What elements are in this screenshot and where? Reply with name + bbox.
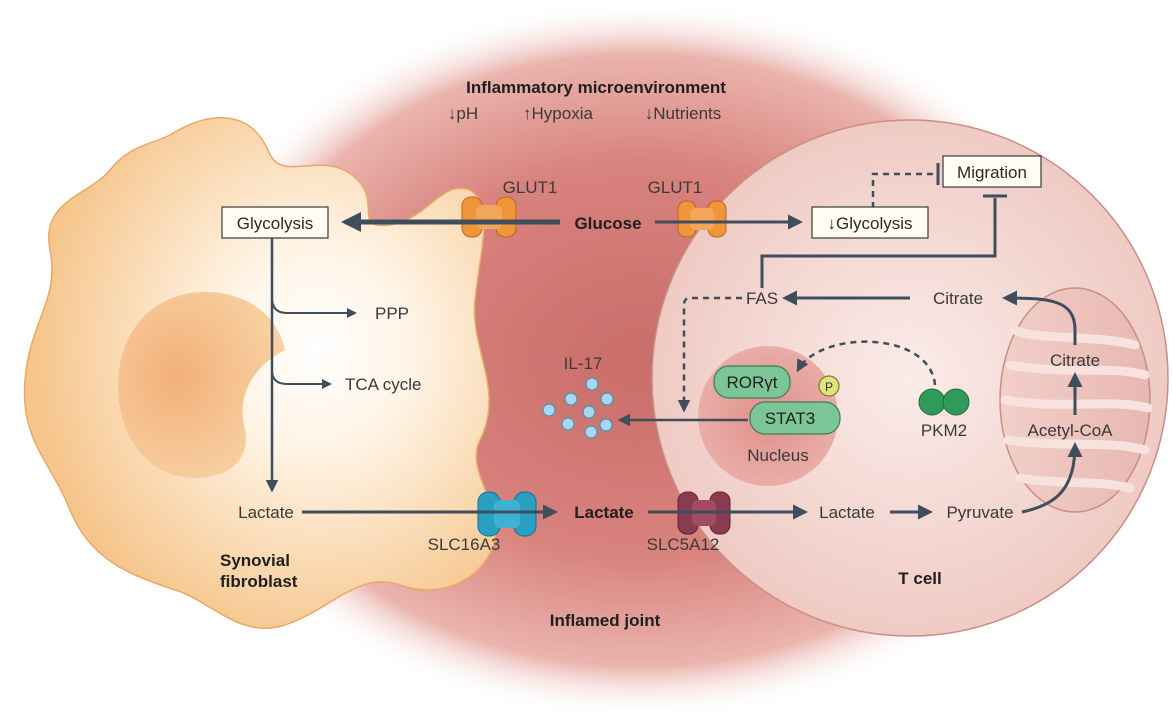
t-cell-name: T cell xyxy=(898,569,941,588)
ppp-label: PPP xyxy=(375,304,409,323)
arrow-citrate-export xyxy=(1002,290,1077,345)
il17-particles xyxy=(542,377,614,439)
ror-gamma-t-label: RORγt xyxy=(727,373,778,392)
mito-citrate-label: Citrate xyxy=(1050,351,1100,370)
arrow-to-ppp xyxy=(271,297,357,318)
fibroblast-glycolysis-label: Glycolysis xyxy=(237,214,314,233)
phospho-shape xyxy=(818,375,840,397)
tcell-glycolysis-label: ↓Glycolysis xyxy=(827,214,912,233)
il17-particle xyxy=(599,418,613,432)
nucleus-label: Nucleus xyxy=(747,446,808,465)
tca-cycle-label: TCA cycle xyxy=(345,375,422,394)
ror-gamma-t-shape xyxy=(713,365,791,399)
inhibit-fas-to-migration xyxy=(760,198,997,288)
glut1-right-label: GLUT1 xyxy=(648,178,703,197)
inflamed-joint-label: Inflamed joint xyxy=(550,611,661,630)
phospho-label: P xyxy=(825,380,833,394)
pkm2-label: PKM2 xyxy=(921,421,967,440)
condition-hypoxia: ↑Hypoxia xyxy=(523,104,593,123)
slc16a3-label: SLC16A3 xyxy=(428,535,501,554)
migration-box xyxy=(942,155,1042,188)
synovial-fibroblast-body xyxy=(23,117,497,630)
il17-particle xyxy=(564,392,578,406)
il17-particle xyxy=(561,417,575,431)
il17-particle xyxy=(584,425,598,439)
fibroblast-name-line2: fibroblast xyxy=(220,572,298,591)
arrow-fas-dashed xyxy=(677,296,742,413)
il17-particle xyxy=(585,377,599,391)
arrow-pkm2-to-ror xyxy=(796,340,937,386)
il17-particle xyxy=(600,392,614,406)
migration-label: Migration xyxy=(957,163,1027,182)
extracellular-lactate-label: Lactate xyxy=(574,503,634,522)
condition-nutrients: ↓Nutrients xyxy=(645,104,722,123)
pyruvate-label: Pyruvate xyxy=(946,503,1013,522)
tcell-lactate-label: Lactate xyxy=(819,503,875,522)
glut1-right-transporter xyxy=(677,200,727,238)
citrate-label: Citrate xyxy=(933,289,983,308)
fibroblast-name-line1: Synovial xyxy=(220,551,290,570)
slc5a12-label: SLC5A12 xyxy=(647,535,720,554)
condition-ph: ↓pH xyxy=(448,104,478,123)
pkm2-subunit xyxy=(942,388,970,416)
arrow-to-tca xyxy=(271,369,332,389)
il17-label: IL-17 xyxy=(564,354,603,373)
glucose-label: Glucose xyxy=(574,214,641,233)
acetyl-coa-label: Acetyl-CoA xyxy=(1027,421,1113,440)
glut1-left-label: GLUT1 xyxy=(503,178,558,197)
il17-particle xyxy=(542,403,556,417)
fibroblast-lactate-label: Lactate xyxy=(238,503,294,522)
microenvironment-title: Inflammatory microenvironment xyxy=(466,78,726,97)
arrow-pyruvate-to-acetylcoa xyxy=(1021,442,1083,514)
il17-particle xyxy=(582,405,596,419)
stat3-shape xyxy=(749,401,841,435)
fibroblast-glycolysis-box xyxy=(221,206,329,239)
tcell-glycolysis-box xyxy=(811,206,929,239)
fibroblast-nucleus xyxy=(118,292,285,479)
fas-label: FAS xyxy=(746,289,778,308)
slc16a3-transporter xyxy=(477,491,537,537)
pkm2-subunit xyxy=(918,388,946,416)
inhibit-glycolysis-to-migration xyxy=(871,172,935,208)
stat3-label: STAT3 xyxy=(765,409,815,428)
